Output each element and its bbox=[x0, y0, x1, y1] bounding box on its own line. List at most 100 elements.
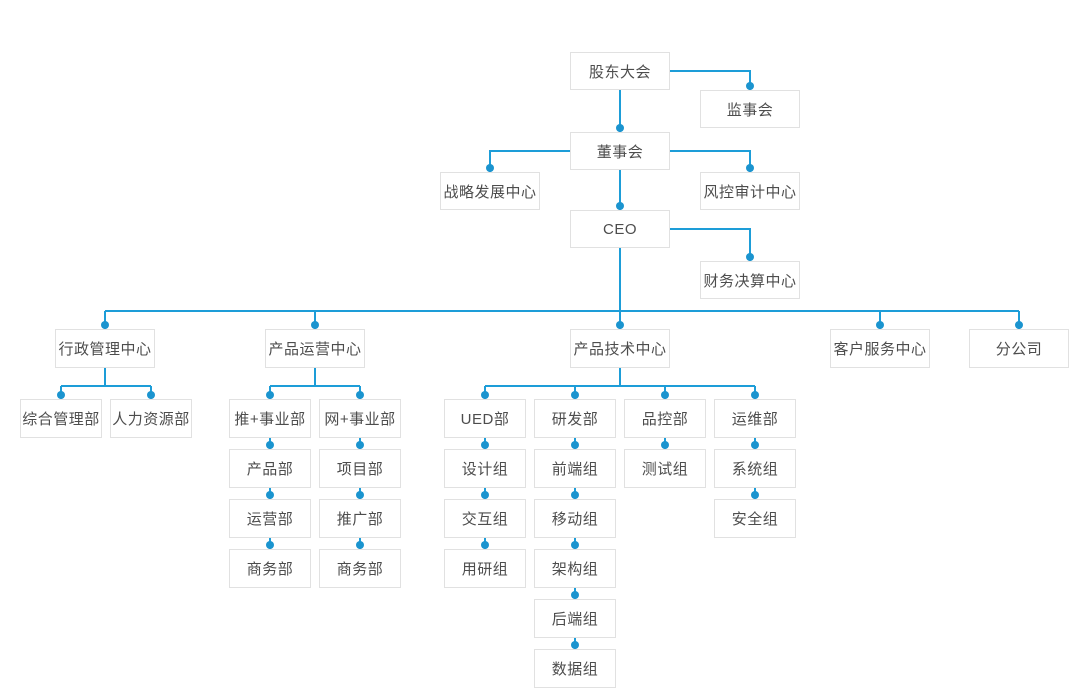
connector-dot bbox=[571, 641, 579, 649]
org-node-frontend-group: 前端组 bbox=[534, 449, 616, 488]
connector-dot bbox=[1015, 321, 1023, 329]
org-node-label: 股东大会 bbox=[588, 63, 651, 81]
org-node-label: 项目部 bbox=[336, 461, 384, 478]
connector-dot bbox=[571, 591, 579, 599]
org-node-ceo: CEO bbox=[570, 210, 670, 248]
org-node-label: 战略发展中心 bbox=[443, 183, 537, 201]
org-node-mobile-group: 移动组 bbox=[534, 499, 616, 538]
connector-dot bbox=[571, 391, 579, 399]
org-node-label: 运维部 bbox=[731, 411, 779, 428]
connector-dot bbox=[751, 441, 759, 449]
connector-dot bbox=[481, 391, 489, 399]
connector-line bbox=[670, 150, 751, 172]
org-node-label: 安全组 bbox=[731, 511, 779, 528]
org-node-om-dept: 运维部 bbox=[714, 399, 796, 438]
connector-dot bbox=[266, 541, 274, 549]
org-node-testing-group: 测试组 bbox=[624, 449, 706, 488]
org-node-tui-division: 推+事业部 bbox=[229, 399, 311, 438]
connector-dot bbox=[481, 541, 489, 549]
org-node-label: 前端组 bbox=[551, 461, 599, 478]
connector-line bbox=[489, 150, 570, 172]
org-node-interaction-group: 交互组 bbox=[444, 499, 526, 538]
connector-dot bbox=[751, 391, 759, 399]
org-node-risk-audit: 风控审计中心 bbox=[700, 172, 800, 210]
org-node-qc-dept: 品控部 bbox=[624, 399, 706, 438]
org-node-label: 产品运营中心 bbox=[268, 341, 362, 358]
org-node-product-dept: 产品部 bbox=[229, 449, 311, 488]
org-node-label: 架构组 bbox=[551, 561, 599, 578]
org-node-label: 研发部 bbox=[551, 411, 599, 428]
connector-dot bbox=[661, 441, 669, 449]
org-node-backend-group: 后端组 bbox=[534, 599, 616, 638]
org-node-project-dept: 项目部 bbox=[319, 449, 401, 488]
connector-dot bbox=[661, 391, 669, 399]
org-node-rd-dept: 研发部 bbox=[534, 399, 616, 438]
org-node-label: 数据组 bbox=[551, 661, 599, 678]
connector-dot bbox=[266, 491, 274, 499]
org-node-supervisory: 监事会 bbox=[700, 90, 800, 128]
connector-dot bbox=[147, 391, 155, 399]
org-node-data-group: 数据组 bbox=[534, 649, 616, 688]
connector-dot bbox=[751, 491, 759, 499]
org-node-general-admin: 综合管理部 bbox=[20, 399, 102, 438]
org-node-label: 商务部 bbox=[336, 561, 384, 578]
connector-dot bbox=[616, 124, 624, 132]
connector-dot bbox=[616, 202, 624, 210]
org-node-label: 移动组 bbox=[551, 511, 599, 528]
org-node-shareholders: 股东大会 bbox=[570, 52, 670, 90]
org-node-label: 测试组 bbox=[641, 461, 689, 478]
connector-line bbox=[670, 70, 751, 90]
org-node-strategy-center: 战略发展中心 bbox=[440, 172, 540, 210]
connector-dot bbox=[266, 441, 274, 449]
org-node-system-group: 系统组 bbox=[714, 449, 796, 488]
org-node-label: 用研组 bbox=[461, 561, 509, 578]
org-node-label: 行政管理中心 bbox=[58, 341, 152, 358]
org-node-operation-dept: 运营部 bbox=[229, 499, 311, 538]
connector-dot bbox=[746, 253, 754, 261]
connector-dot bbox=[481, 491, 489, 499]
org-node-label: 交互组 bbox=[461, 511, 509, 528]
org-node-hr: 人力资源部 bbox=[110, 399, 192, 438]
org-node-label: 分公司 bbox=[995, 341, 1043, 358]
org-node-ued-dept: UED部 bbox=[444, 399, 526, 438]
org-node-business-dept-1: 商务部 bbox=[229, 549, 311, 588]
connector-dot bbox=[616, 321, 624, 329]
org-node-label: 董事会 bbox=[596, 143, 644, 161]
org-node-product-ops: 产品运营中心 bbox=[265, 329, 365, 368]
org-node-label: 设计组 bbox=[461, 461, 509, 478]
connector-dot bbox=[571, 441, 579, 449]
org-node-product-tech: 产品技术中心 bbox=[570, 329, 670, 368]
connector-dot bbox=[356, 441, 364, 449]
connector-line bbox=[670, 228, 751, 261]
connector-dot bbox=[481, 441, 489, 449]
org-node-board: 董事会 bbox=[570, 132, 670, 170]
connector-dot bbox=[101, 321, 109, 329]
connector-dot bbox=[746, 164, 754, 172]
org-node-label: 网+事业部 bbox=[324, 411, 396, 428]
org-node-design-group: 设计组 bbox=[444, 449, 526, 488]
org-node-label: 监事会 bbox=[726, 101, 774, 119]
connector-dot bbox=[356, 391, 364, 399]
org-node-label: 商务部 bbox=[246, 561, 294, 578]
org-node-label: 产品部 bbox=[246, 461, 294, 478]
org-node-label: 人力资源部 bbox=[112, 411, 190, 428]
connector-dot bbox=[356, 491, 364, 499]
org-node-promotion-dept: 推广部 bbox=[319, 499, 401, 538]
org-node-business-dept-2: 商务部 bbox=[319, 549, 401, 588]
org-node-label: 风控审计中心 bbox=[703, 183, 797, 201]
connector-dot bbox=[486, 164, 494, 172]
org-node-label: 运营部 bbox=[246, 511, 294, 528]
connector-dot bbox=[311, 321, 319, 329]
org-node-label: 财务决算中心 bbox=[703, 272, 797, 290]
connector-dot bbox=[57, 391, 65, 399]
org-node-wang-division: 网+事业部 bbox=[319, 399, 401, 438]
org-node-branch-company: 分公司 bbox=[969, 329, 1069, 368]
org-node-admin-center: 行政管理中心 bbox=[55, 329, 155, 368]
connector-dot bbox=[746, 82, 754, 90]
connector-dot bbox=[266, 391, 274, 399]
connector-dot bbox=[356, 541, 364, 549]
connector-dot bbox=[571, 541, 579, 549]
org-node-label: 后端组 bbox=[551, 611, 599, 628]
org-node-finance-center: 财务决算中心 bbox=[700, 261, 800, 299]
